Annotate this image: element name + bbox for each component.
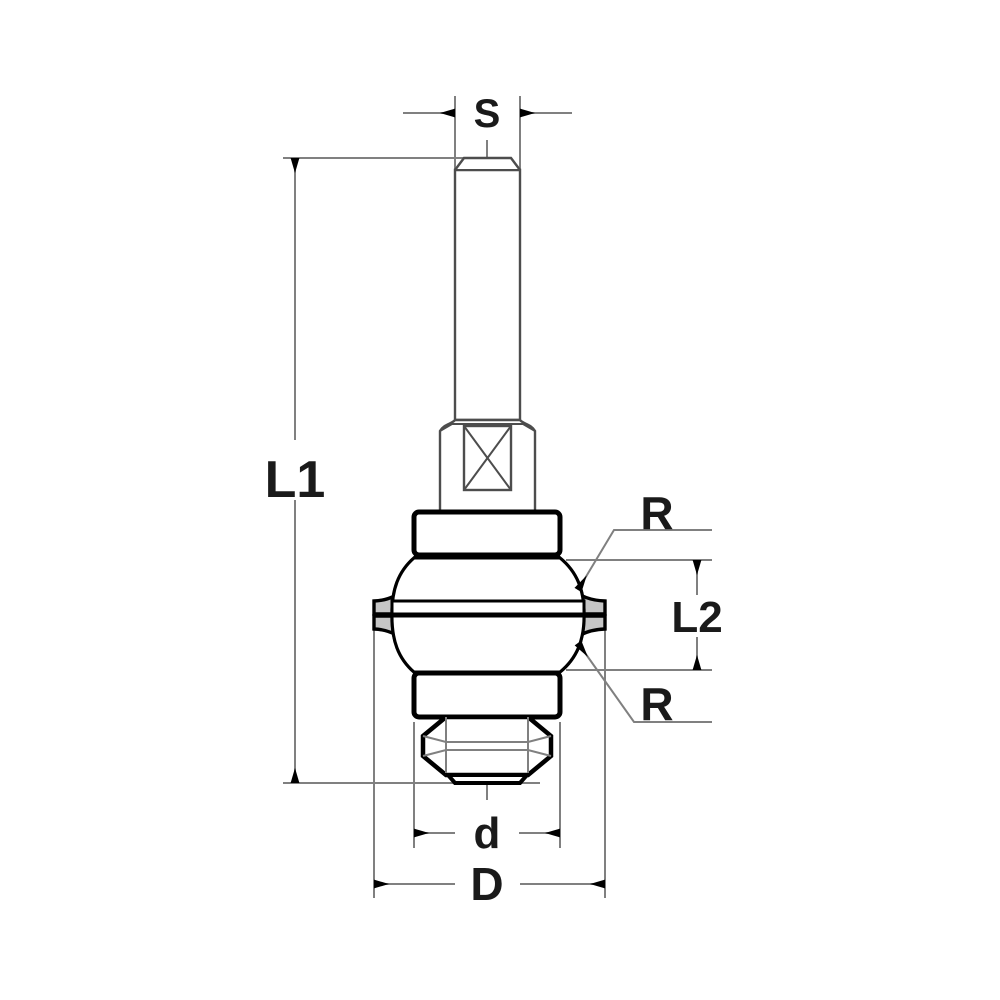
- hex-nut-chamfer-top: [422, 735, 552, 743]
- upper-collar: [411, 509, 563, 558]
- washer-body: [443, 773, 532, 785]
- dimension-l2: L2: [671, 560, 723, 670]
- lower-collar-body: [411, 670, 563, 720]
- dim-label-l1: L1: [265, 451, 326, 509]
- shank-chamfer: [454, 156, 521, 171]
- hex-nut-chamfer-bottom: [422, 749, 552, 757]
- neck-chamfer-edge: [439, 423, 536, 432]
- leader-line-radius-bottom: [574, 640, 712, 723]
- lower-collar: [411, 670, 563, 720]
- hex-drive: [462, 424, 513, 492]
- dim-label-d-small: d: [474, 809, 501, 858]
- dimension-d-small: d: [414, 809, 560, 858]
- leader-radius-top: R: [574, 487, 712, 593]
- dimension-d-large: D: [374, 858, 605, 910]
- shank: [453, 156, 522, 422]
- hex-nut: [420, 714, 554, 778]
- dim-label-radius-top: R: [640, 487, 673, 539]
- dim-label-l2: L2: [671, 593, 722, 642]
- dim-label-d-large: D: [470, 858, 503, 910]
- cutter-core-lower: [390, 614, 586, 674]
- cutter-central-slot: [390, 599, 586, 616]
- washer: [443, 773, 532, 785]
- upper-collar-body: [411, 509, 563, 558]
- hex-drive-cross-2: [463, 425, 512, 491]
- dimension-l1: L1: [265, 158, 326, 783]
- shank-body: [453, 168, 522, 422]
- cutter-profile: [372, 554, 607, 676]
- dimension-s: S: [403, 92, 572, 136]
- dim-label-radius-bottom: R: [640, 678, 673, 730]
- extension-lines: [283, 96, 712, 898]
- hex-nut-body: [420, 714, 554, 778]
- leader-line-radius-top: [574, 529, 712, 593]
- leader-radius-bottom: R: [574, 640, 712, 730]
- dim-label-s: S: [474, 92, 501, 136]
